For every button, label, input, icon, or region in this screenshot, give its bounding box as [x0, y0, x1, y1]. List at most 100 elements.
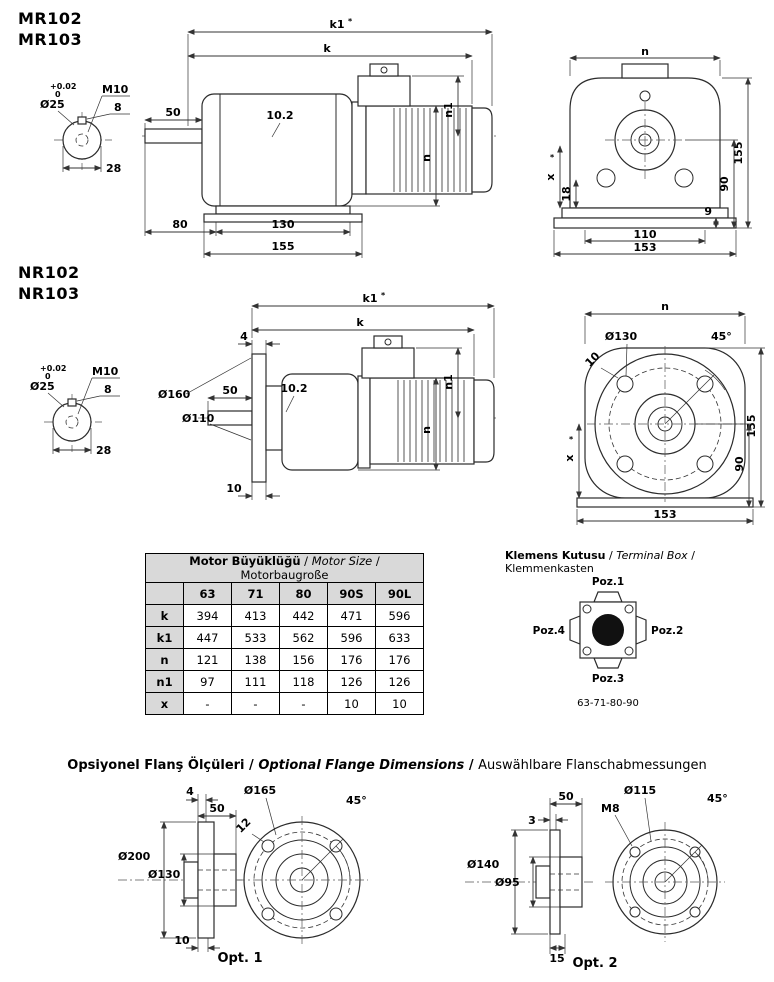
terminal-box-title: Klemens Kutusu / Terminal Box / Klemmenk… — [505, 549, 774, 575]
dim-130-label: 130 — [272, 218, 295, 231]
table-row: k1 447 533 562 596 633 — [145, 626, 424, 649]
dim-k-label: k — [323, 42, 331, 55]
fan-cover — [473, 379, 495, 463]
table-title-en: Motor Size — [311, 554, 373, 568]
terminal-box-top — [621, 63, 669, 79]
cell-n1-80: 118 — [279, 670, 328, 693]
dim-4-label: 4 — [240, 330, 248, 343]
dim-50-label: 50 — [222, 384, 238, 397]
separator: / — [372, 554, 380, 568]
fan-cover — [471, 107, 493, 193]
separator: / — [244, 758, 259, 773]
cell-n1-63: 97 — [183, 670, 232, 693]
dim-n-label: n — [420, 154, 433, 162]
cell-k-71: 413 — [231, 604, 280, 627]
cell-n-63: 121 — [183, 648, 232, 671]
dim-m8-label: M8 — [601, 802, 620, 815]
housing-outline — [576, 346, 754, 508]
shaft-tolerance-lower: 0 — [55, 90, 61, 99]
dim-k1-star: * — [348, 17, 353, 26]
flange-side-view — [535, 829, 583, 935]
mr-model-line1: MR102 — [18, 9, 83, 28]
cell-k1-90s: 596 — [327, 626, 376, 649]
cell-k1-63: 447 — [183, 626, 232, 649]
cell-x-90l: 10 — [375, 692, 424, 715]
flange-front-view — [605, 822, 725, 942]
dim-n-label: n — [661, 300, 669, 313]
dim-d130-label: Ø130 — [605, 330, 638, 343]
cell-k-90s: 471 — [327, 604, 376, 627]
cell-x-71: - — [231, 692, 280, 715]
mr-side-view-drawing: k1 * k 50 10.2 n1 n 80 130 — [142, 17, 496, 258]
nr-model-title: NR102 NR103 — [18, 262, 80, 304]
dim-n1-label: n1 — [442, 102, 455, 118]
dim-k1-label: k1 — [330, 18, 345, 31]
separator: / — [464, 758, 479, 773]
output-shaft — [207, 410, 253, 426]
shaft-section — [52, 398, 92, 442]
position-1-label: Poz.1 — [592, 576, 624, 588]
mr-end-view-drawing: n x * 18 155 90 9 110 153 — [544, 45, 752, 257]
frame-sizes-label: 63-71-80-90 — [577, 698, 639, 709]
dim-x-label: x — [563, 454, 576, 461]
row-label-n: n — [145, 648, 184, 671]
dim-4-label: 4 — [186, 785, 194, 798]
dim-12-label: 12 — [234, 816, 254, 836]
dim-102-label: 10.2 — [280, 382, 307, 395]
dim-k-label: k — [356, 316, 364, 329]
row-label-n1: n1 — [145, 670, 184, 693]
terminal-title-de: Klemmenkasten — [505, 562, 594, 575]
dim-n1-label: n1 — [442, 374, 455, 390]
option2-label: Opt. 2 — [572, 956, 618, 971]
separator: / — [605, 549, 617, 562]
dim-155-label: 155 — [745, 415, 758, 438]
dim-n-label: n — [420, 426, 433, 434]
dim-18-label: 18 — [560, 186, 573, 201]
gland-left — [569, 615, 581, 645]
dim-9-label: 9 — [704, 205, 712, 218]
dim-x-label: x — [544, 173, 557, 180]
shaft-diameter-label: Ø25 — [40, 98, 65, 111]
cell-n-90s: 176 — [327, 648, 376, 671]
dim-155-label: 155 — [272, 240, 295, 253]
option1-label: Opt. 1 — [217, 951, 263, 966]
dim-d140-label: Ø140 — [467, 858, 500, 871]
position-4-label: Poz.4 — [533, 625, 565, 637]
column-header-90l: 90L — [375, 582, 424, 605]
table-title: Motor Büyüklüğü / Motor Size / Motorbaug… — [145, 553, 424, 583]
cell-k-90l: 596 — [375, 604, 424, 627]
gearbox-housing — [201, 93, 353, 207]
front-view-dimensions: Ø165 45° 12 — [234, 784, 367, 881]
cell-n1-90l: 126 — [375, 670, 424, 693]
dim-153-label: 153 — [634, 241, 657, 254]
cell-n-90l: 176 — [375, 648, 424, 671]
dim-90-label: 90 — [733, 456, 746, 472]
dim-d110-label: Ø110 — [182, 412, 215, 425]
nr-shaft-detail-drawing: +0.02 0 Ø25 M10 8 28 — [30, 364, 120, 457]
cell-k1-80: 562 — [279, 626, 328, 649]
dim-d115-label: Ø115 — [624, 784, 656, 797]
flange-heading-tr: Opsiyonel Flanş Ölçüleri — [67, 758, 245, 773]
mr-shaft-detail-drawing: +0.02 0 Ø25 M10 8 28 — [40, 82, 130, 175]
cable-entry — [592, 614, 624, 646]
mr-model-line2: MR103 — [18, 30, 83, 49]
dim-d130-label: Ø130 — [148, 868, 181, 881]
table-title-de: Motorbaugroße — [240, 568, 329, 582]
dim-45-label: 45° — [707, 792, 728, 805]
dim-n-label: n — [641, 45, 649, 58]
front-view-dimensions: Ø115 M8 45° — [601, 784, 728, 883]
flange-front-view — [236, 816, 368, 944]
dim-d165-label: Ø165 — [244, 784, 276, 797]
dim-153-label: 153 — [654, 508, 677, 521]
output-shaft — [144, 128, 203, 144]
dim-110-label: 110 — [634, 228, 657, 241]
nr-model-line2: NR103 — [18, 284, 80, 303]
dim-90-label: 90 — [718, 176, 731, 192]
dim-d160-label: Ø160 — [158, 388, 191, 401]
terminal-box-side — [357, 63, 411, 107]
housing-outline — [553, 63, 737, 229]
cell-x-63: - — [183, 692, 232, 715]
dimensions: k1 * k 4 50 10.2 Ø160 Ø110 n1 n — [158, 291, 495, 500]
shaft-tolerance-upper: +0.02 — [40, 364, 66, 373]
